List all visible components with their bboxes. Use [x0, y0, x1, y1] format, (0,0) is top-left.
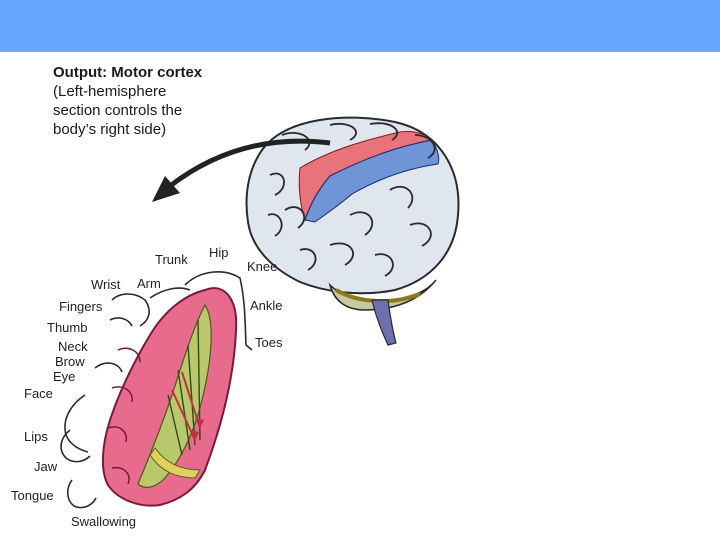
label-trunk: Trunk: [155, 252, 188, 267]
label-face: Face: [24, 386, 53, 401]
label-tongue: Tongue: [11, 488, 54, 503]
label-wrist: Wrist: [91, 277, 121, 292]
label-brow: Brow: [55, 354, 85, 369]
homunculus-body: [60, 271, 253, 509]
label-hip: Hip: [209, 245, 229, 260]
caption-title: Output: Motor cortex: [53, 64, 203, 81]
caption-line-3: body’s right side): [53, 121, 167, 138]
curved-arrow: [152, 138, 331, 202]
figure-caption: Output: Motor cortex (Left-hemisphere se…: [53, 63, 253, 139]
label-jaw: Jaw: [34, 459, 58, 474]
label-thumb: Thumb: [47, 320, 88, 335]
label-knee: Knee: [247, 259, 278, 274]
label-eye: Eye: [53, 369, 76, 384]
label-fingers: Fingers: [59, 299, 103, 314]
cortex-cross-section: [101, 287, 238, 507]
label-neck: Neck: [58, 339, 88, 354]
caption-line-2: section controls the: [53, 102, 183, 119]
header-bar: [0, 0, 720, 52]
label-ankle: Ankle: [250, 298, 283, 313]
label-toes: Toes: [255, 335, 283, 350]
label-swallowing: Swallowing: [71, 514, 137, 529]
brain-stem: [371, 299, 397, 346]
brain-illustration: [245, 116, 460, 346]
label-lips: Lips: [24, 429, 48, 444]
label-arm: Arm: [137, 276, 161, 291]
sensory-strip: [304, 139, 440, 223]
caption-line-1: (Left-hemisphere: [53, 83, 167, 100]
